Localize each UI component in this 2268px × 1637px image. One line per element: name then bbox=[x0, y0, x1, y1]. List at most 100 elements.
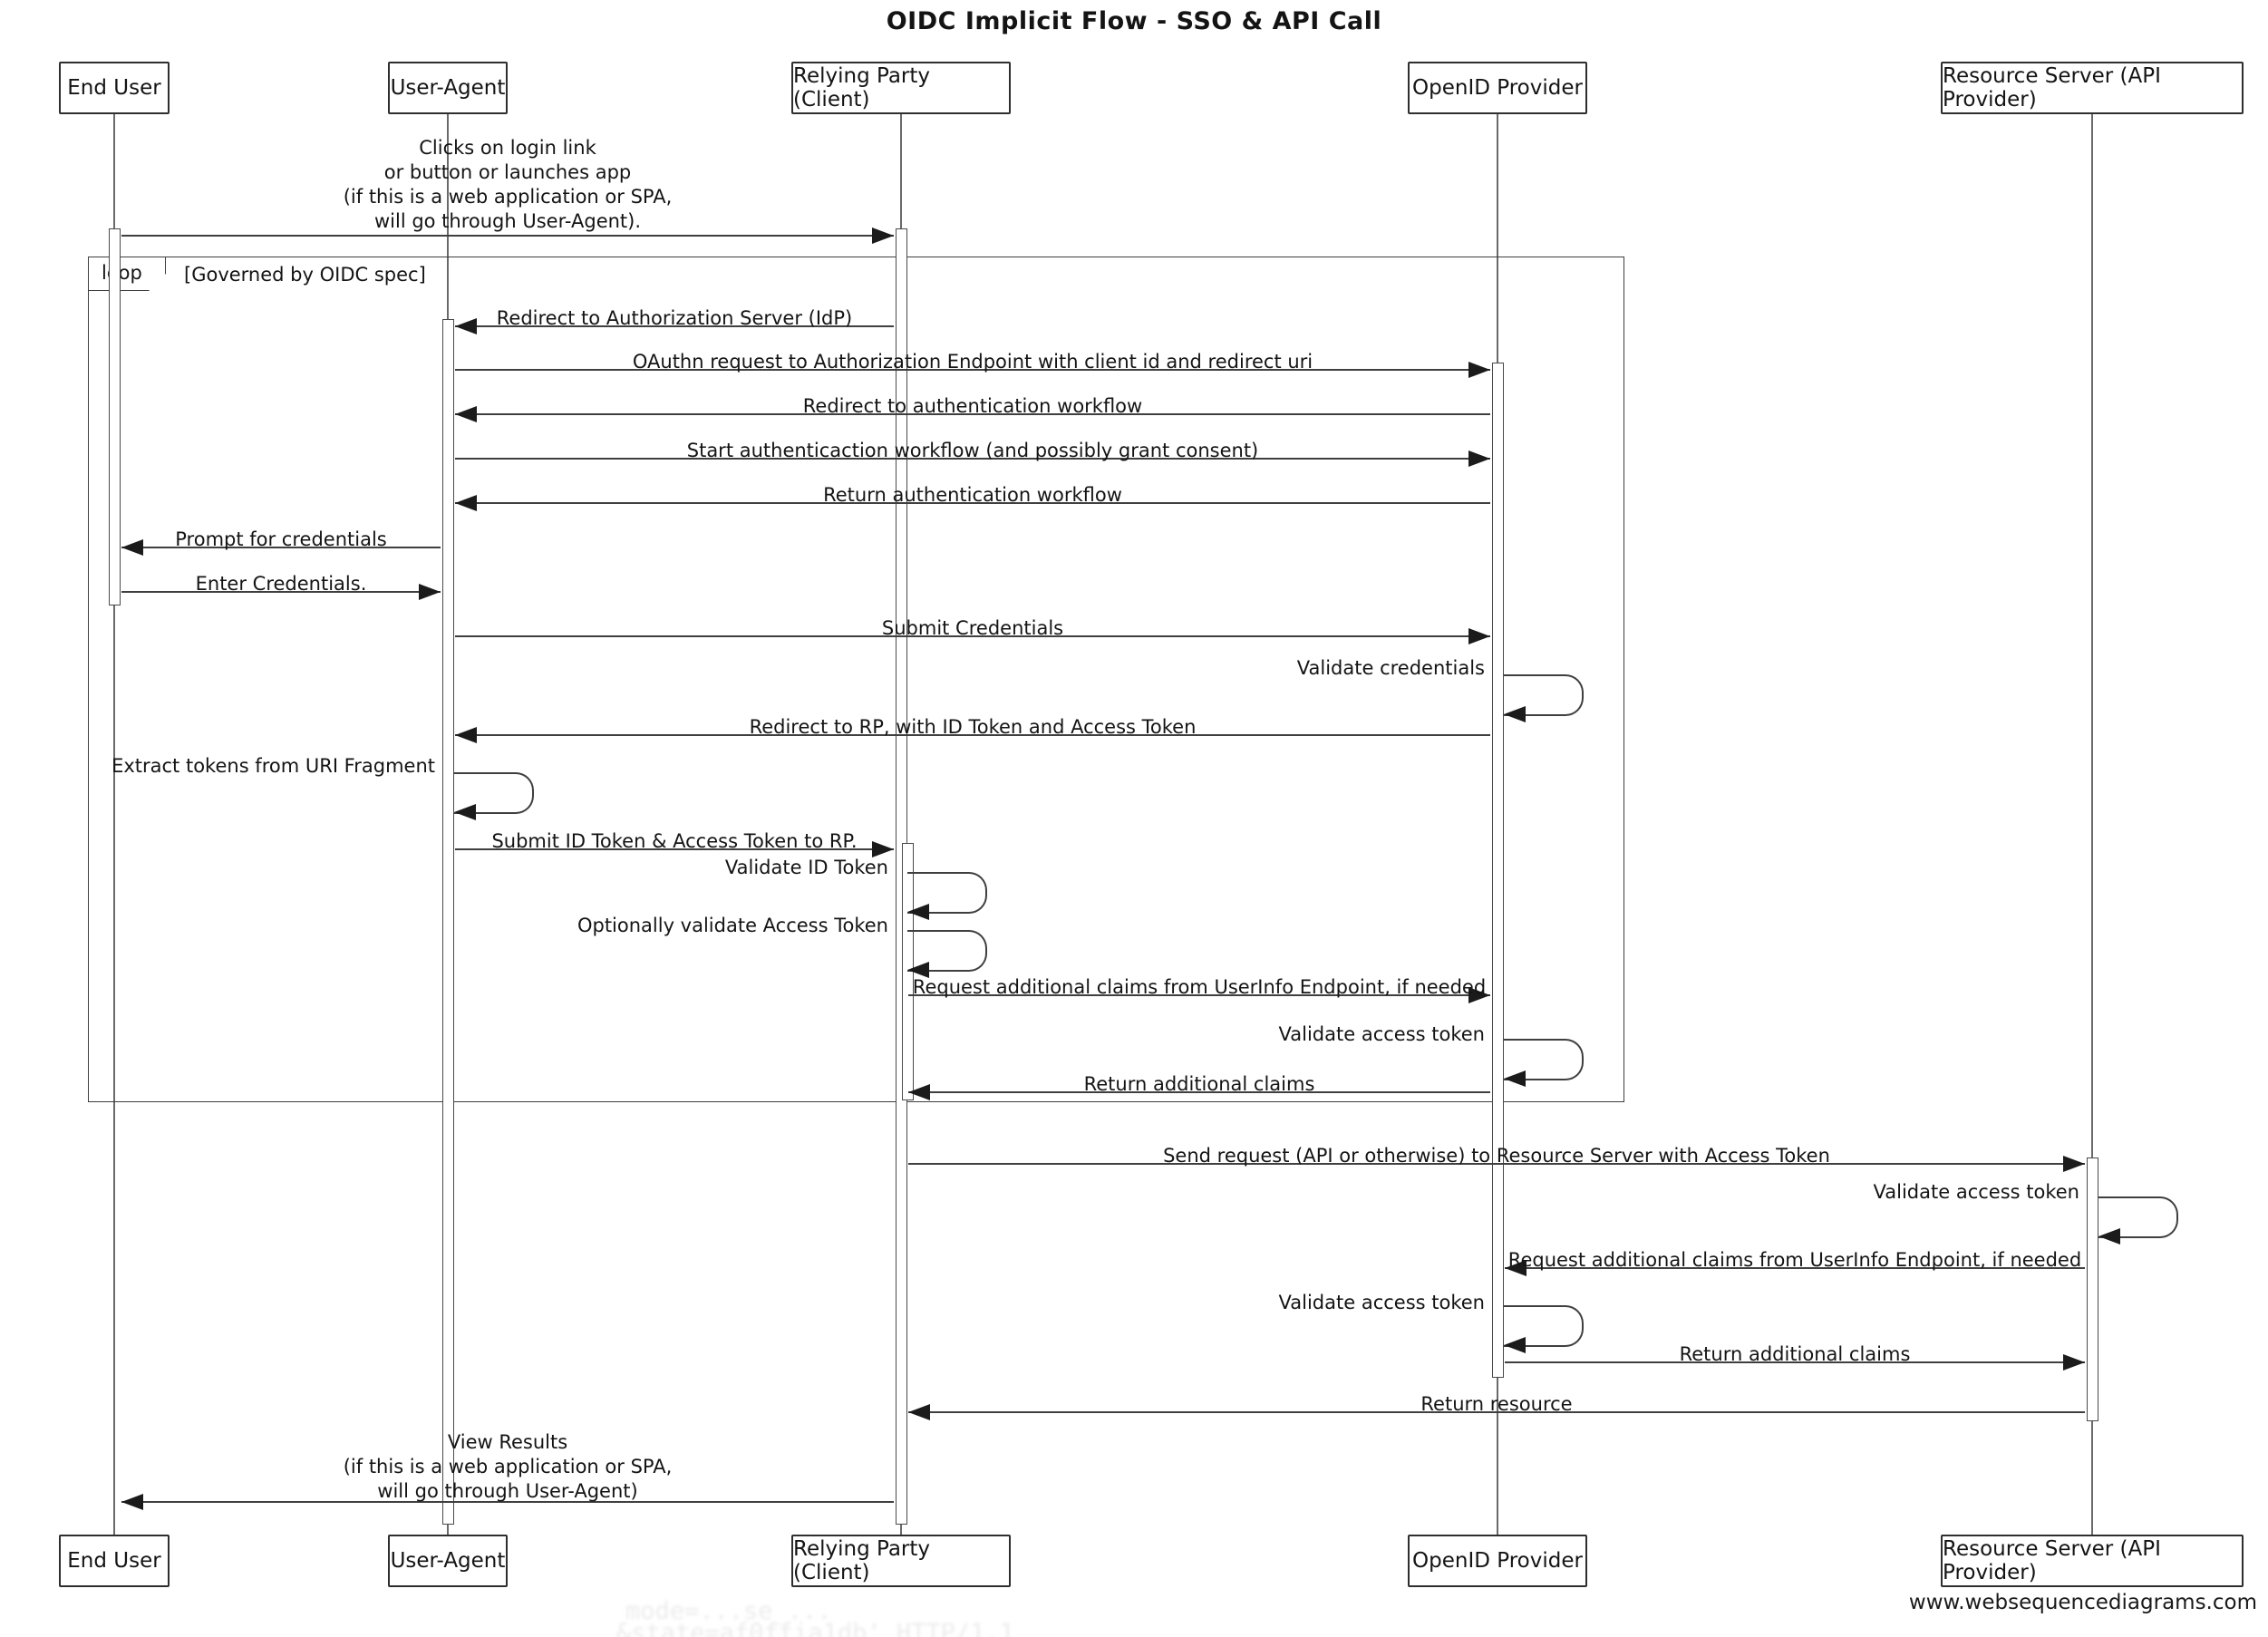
message-label: OAuthn request to Authorization Endpoint… bbox=[632, 351, 1313, 373]
arrowhead bbox=[1504, 1070, 1526, 1087]
arrowhead bbox=[1468, 450, 1490, 467]
message-label: Redirect to authentication workflow bbox=[802, 395, 1143, 417]
message-line bbox=[455, 734, 1490, 737]
message-line bbox=[121, 235, 894, 237]
actor-rs-top: Resource Server (API Provider) bbox=[1941, 62, 2244, 114]
message-line bbox=[908, 1091, 1490, 1094]
arrowhead bbox=[455, 318, 477, 334]
arrowhead bbox=[454, 804, 476, 820]
actor-op-bottom: OpenID Provider bbox=[1408, 1535, 1587, 1587]
self-message-arrow bbox=[1504, 1305, 1584, 1347]
arrowhead bbox=[1468, 628, 1490, 644]
arrowhead bbox=[2098, 1228, 2120, 1245]
message-line bbox=[121, 1501, 894, 1504]
arrowhead bbox=[908, 1404, 930, 1420]
message-label: Validate access token bbox=[1278, 1023, 1485, 1045]
message-label: (if this is a web application or SPA, bbox=[343, 1456, 673, 1477]
message-label: Return additional claims bbox=[1083, 1073, 1315, 1095]
arrowhead bbox=[1468, 987, 1490, 1003]
arrowhead bbox=[872, 228, 894, 244]
arrowhead bbox=[121, 539, 143, 556]
activation-bar-enduser bbox=[108, 228, 121, 605]
faint-background-text-line2: &state=af0ffia1db' HTTP/1.1 bbox=[616, 1619, 1014, 1637]
message-label: Validate ID Token bbox=[724, 857, 888, 878]
message-label: Return additional claims bbox=[1679, 1343, 1911, 1365]
message-line bbox=[455, 502, 1490, 505]
message-label: Request additional claims from UserInfo … bbox=[1507, 1249, 2082, 1271]
actor-rp-bottom: Relying Party (Client) bbox=[791, 1535, 1011, 1587]
arrowhead bbox=[1504, 706, 1526, 722]
arrowhead bbox=[1468, 362, 1490, 378]
message-label: Extract tokens from URI Fragment bbox=[111, 755, 435, 777]
message-line bbox=[1505, 1361, 2085, 1364]
diagram-title: OIDC Implicit Flow - SSO & API Call bbox=[886, 7, 1382, 35]
message-line bbox=[908, 1163, 2085, 1166]
message-line bbox=[455, 848, 894, 851]
message-label: or button or launches app bbox=[383, 161, 632, 183]
self-message-arrow bbox=[1504, 1039, 1584, 1080]
actor-rs-bottom: Resource Server (API Provider) bbox=[1941, 1535, 2244, 1587]
loop-frame bbox=[88, 257, 1624, 1102]
message-line bbox=[121, 591, 441, 594]
actor-enduser-bottom: End User bbox=[59, 1535, 170, 1587]
message-line bbox=[121, 547, 441, 549]
message-line bbox=[1505, 1267, 2085, 1270]
loop-condition: [Governed by OIDC spec] bbox=[184, 264, 426, 286]
message-line bbox=[455, 369, 1490, 372]
arrowhead bbox=[455, 495, 477, 511]
message-label: Optionally validate Access Token bbox=[577, 915, 888, 936]
message-line bbox=[455, 635, 1490, 638]
message-label: Return authentication workflow bbox=[823, 484, 1122, 506]
arrowhead bbox=[2063, 1354, 2085, 1371]
message-label: will go through User-Agent) bbox=[377, 1480, 638, 1502]
arrowhead bbox=[907, 962, 929, 978]
message-label: Send request (API or otherwise) to Resou… bbox=[1163, 1145, 1830, 1167]
message-label: will go through User-Agent). bbox=[373, 210, 642, 232]
arrowhead bbox=[872, 841, 894, 857]
arrowhead bbox=[1505, 1260, 1527, 1276]
message-label: View Results bbox=[447, 1431, 568, 1453]
faint-background-text-line1: mode=...se_... bbox=[625, 1597, 832, 1625]
message-label: Validate access token bbox=[1278, 1292, 1485, 1313]
message-label: Start authenticaction workflow (and poss… bbox=[686, 440, 1259, 461]
self-message-arrow bbox=[2098, 1196, 2178, 1238]
message-line bbox=[455, 325, 894, 328]
arrowhead bbox=[419, 584, 441, 600]
arrowhead bbox=[908, 1084, 930, 1100]
activation-bar-op bbox=[1491, 363, 1504, 1378]
message-label: Enter Credentials. bbox=[195, 573, 367, 595]
message-line bbox=[455, 413, 1490, 416]
message-label: Prompt for credentials bbox=[175, 528, 387, 550]
message-label: Submit ID Token & Access Token to RP. bbox=[491, 830, 858, 852]
arrowhead bbox=[121, 1494, 143, 1510]
self-message-arrow bbox=[907, 930, 987, 972]
message-label: Submit Credentials bbox=[881, 617, 1064, 639]
message-label: Return resource bbox=[1420, 1393, 1573, 1415]
activation-bar-useragent bbox=[441, 319, 454, 1525]
self-message-arrow bbox=[1504, 674, 1584, 716]
arrowhead bbox=[907, 904, 929, 920]
message-label: Validate access token bbox=[1873, 1181, 2079, 1203]
message-label: (if this is a web application or SPA, bbox=[343, 186, 673, 208]
self-message-arrow bbox=[454, 772, 534, 814]
actor-enduser-top: End User bbox=[59, 62, 170, 114]
message-line bbox=[455, 458, 1490, 460]
message-line bbox=[908, 994, 1490, 997]
arrowhead bbox=[2063, 1156, 2085, 1172]
message-label: Redirect to Authorization Server (IdP) bbox=[496, 307, 853, 329]
lifeline-rs bbox=[2091, 114, 2093, 1535]
message-line bbox=[908, 1411, 2085, 1414]
actor-useragent-bottom: User-Agent bbox=[388, 1535, 508, 1587]
message-label: Redirect to RP, with ID Token and Access… bbox=[749, 716, 1197, 738]
arrowhead bbox=[455, 406, 477, 422]
arrowhead bbox=[1504, 1337, 1526, 1353]
actor-op-top: OpenID Provider bbox=[1408, 62, 1587, 114]
actor-useragent-top: User-Agent bbox=[388, 62, 508, 114]
message-label: Clicks on login link bbox=[419, 137, 596, 159]
arrowhead bbox=[455, 727, 477, 743]
self-message-arrow bbox=[907, 872, 987, 914]
message-label: Request additional claims from UserInfo … bbox=[912, 976, 1487, 998]
loop-label: loop bbox=[88, 257, 166, 291]
lifeline-enduser bbox=[113, 114, 115, 1535]
